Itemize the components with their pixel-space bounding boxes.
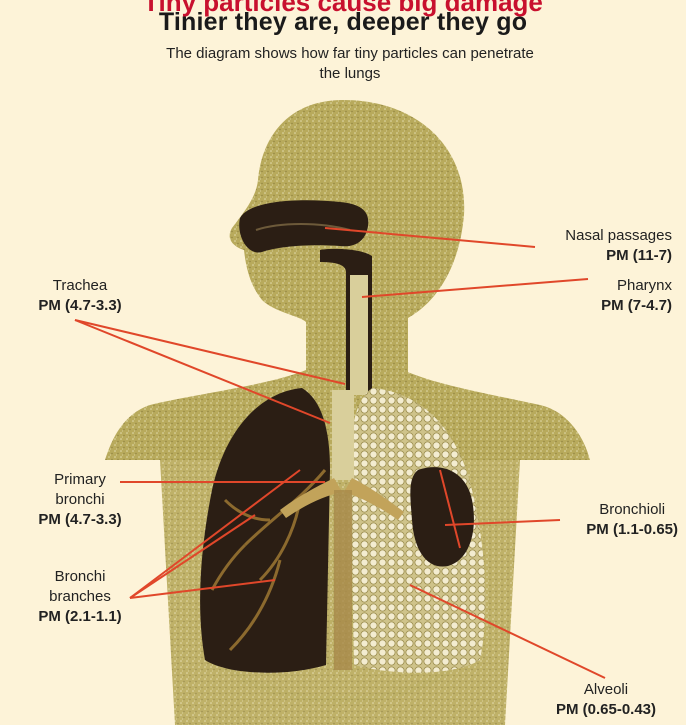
label-bronchi-branches: Bronchi branches PM (2.1-1.1) — [20, 567, 140, 627]
label-trachea: Trachea PM (4.7-3.3) — [20, 276, 140, 316]
branches-pm: PM (2.1-1.1) — [20, 607, 140, 627]
label-bronchioli: Bronchioli PM (1.1-0.65) — [586, 500, 678, 540]
label-nasal-passages: Nasal passages PM (11-7) — [565, 226, 672, 266]
nasal-cavity — [239, 200, 368, 252]
branches-name-line1: Bronchi — [20, 567, 140, 587]
alveoli-pm: PM (0.65-0.43) — [536, 700, 676, 720]
nasal-name: Nasal passages — [565, 226, 672, 246]
label-pharynx: Pharynx PM (7-4.7) — [601, 276, 672, 316]
primary-name-line2: bronchi — [20, 490, 140, 510]
trachea-name: Trachea — [20, 276, 140, 296]
branches-name-line2: branches — [20, 587, 140, 607]
pharynx-pm: PM (7-4.7) — [601, 296, 672, 316]
pharynx-name: Pharynx — [601, 276, 672, 296]
alveoli-name: Alveoli — [536, 680, 676, 700]
primary-pm: PM (4.7-3.3) — [20, 510, 140, 530]
primary-name-line1: Primary — [20, 470, 140, 490]
trachea-pm: PM (4.7-3.3) — [20, 296, 140, 316]
nasal-pm: PM (11-7) — [565, 246, 672, 266]
bronchioli-name: Bronchioli — [586, 500, 678, 520]
label-primary-bronchi: Primary bronchi PM (4.7-3.3) — [20, 470, 140, 530]
bronchioli-pm: PM (1.1-0.65) — [586, 520, 678, 540]
label-alveoli: Alveoli PM (0.65-0.43) — [536, 680, 676, 720]
trachea-column — [332, 390, 354, 480]
